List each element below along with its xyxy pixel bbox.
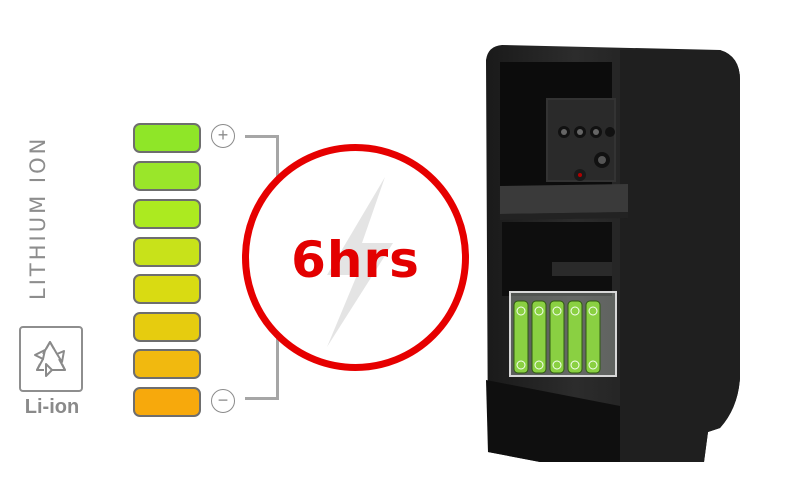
lightning-bolt-icon — [327, 177, 393, 347]
negative-terminal-icon: − — [211, 389, 235, 413]
recycle-icon — [19, 326, 83, 392]
runtime-hours: 6hrs — [291, 231, 420, 289]
battery-cell — [133, 274, 201, 304]
battery-cell — [133, 199, 201, 229]
battery-cell — [133, 161, 201, 191]
battery-cell — [133, 387, 201, 417]
battery-cell — [133, 312, 201, 342]
li-ion-text: Li-ion — [24, 396, 80, 418]
battery-cell — [133, 123, 201, 153]
battery-cell — [133, 237, 201, 267]
positive-terminal-icon: + — [211, 124, 235, 148]
battery-cell — [133, 349, 201, 379]
runtime-circle: 6hrs — [242, 144, 469, 371]
